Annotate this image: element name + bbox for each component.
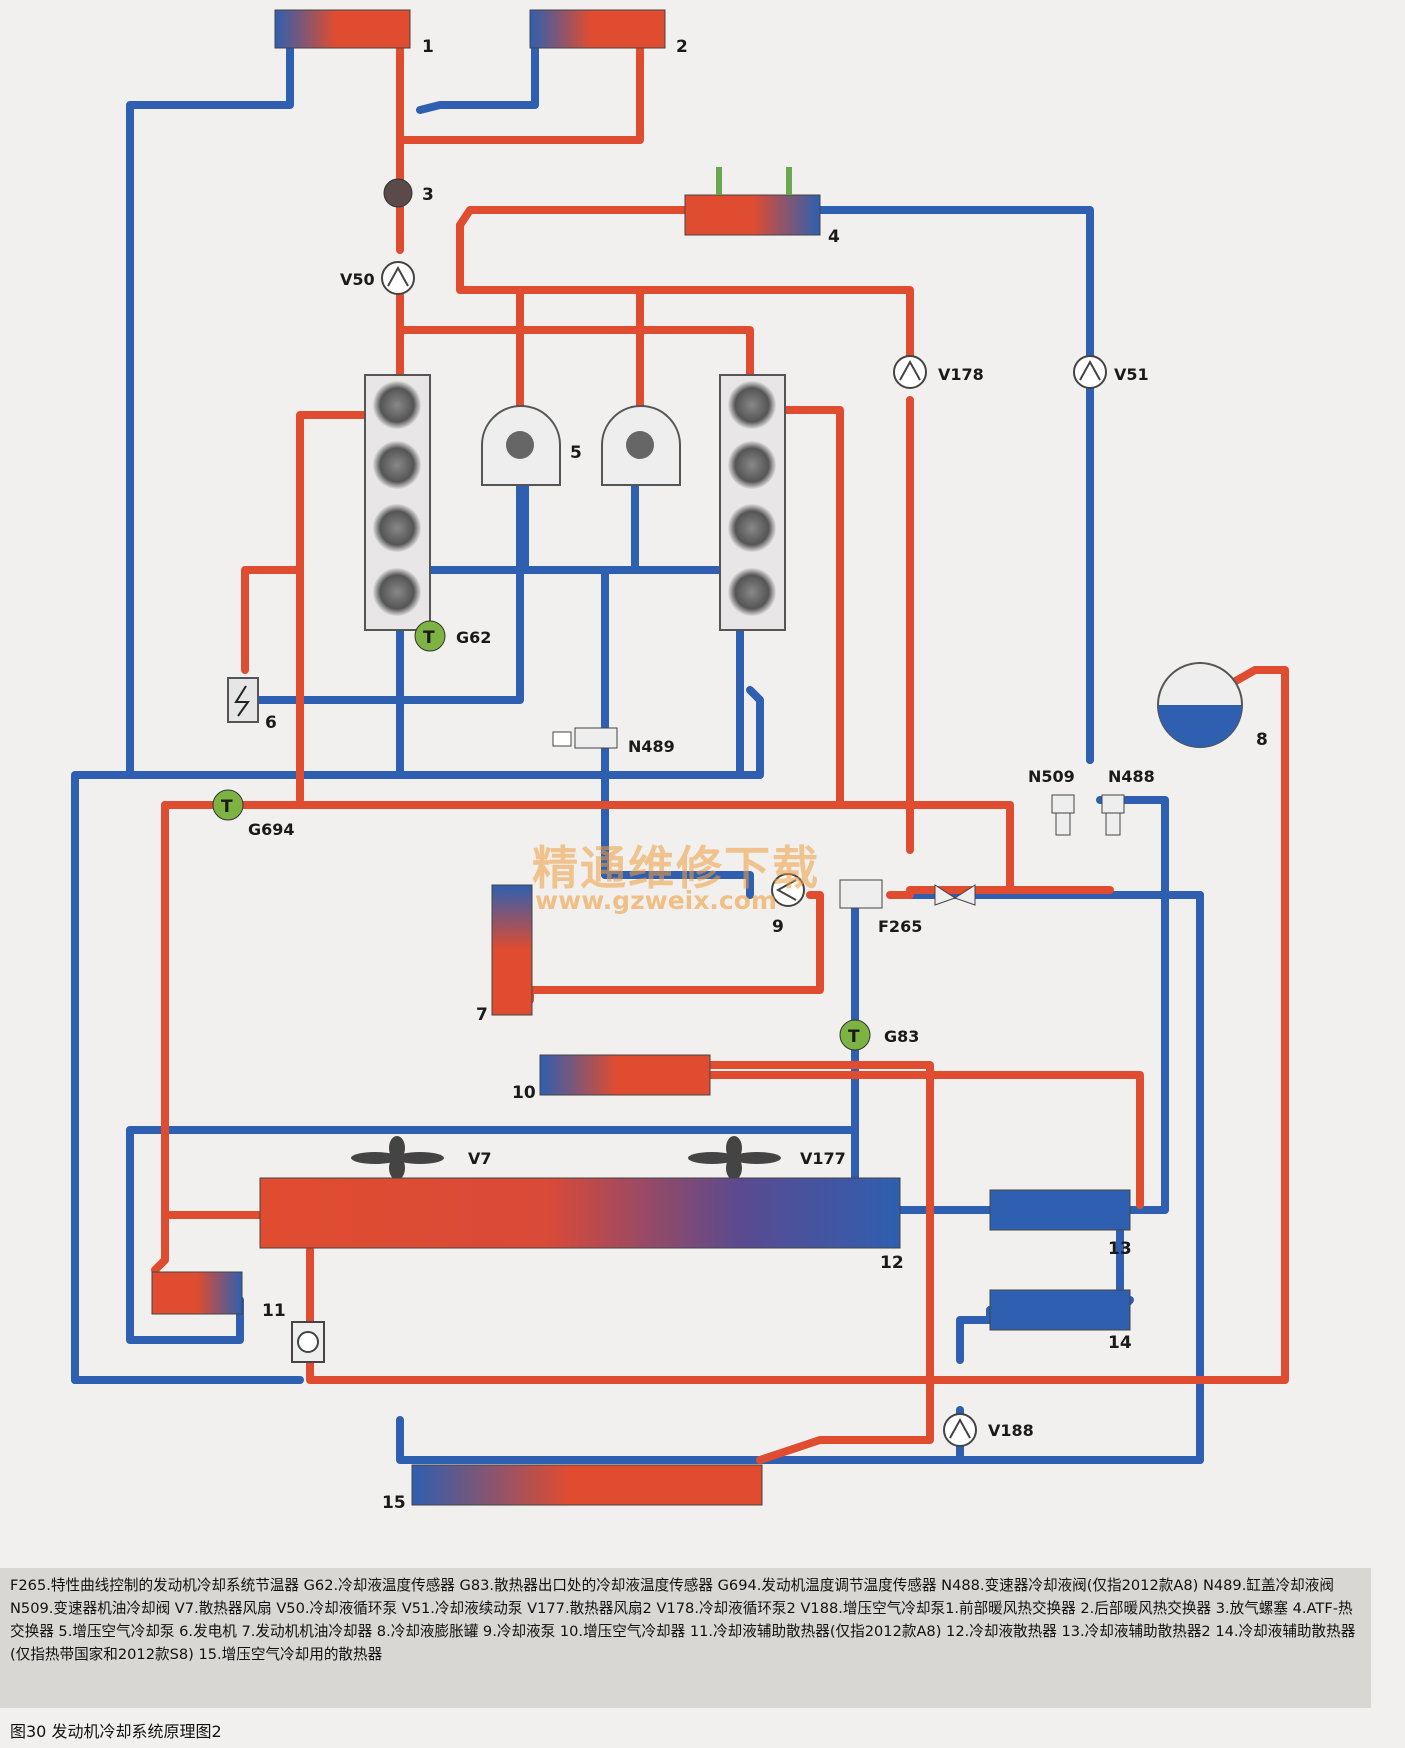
charge-air-pump-icon <box>481 405 681 486</box>
cylinder-bank-right <box>719 374 786 631</box>
cooling-system-diagram: 1 2 3 V50 4 V178 V51 5 <box>71 9 1289 1513</box>
label-v7: V7 <box>468 1149 492 1168</box>
label-14: 14 <box>1108 1333 1132 1353</box>
label-g62: G62 <box>456 628 491 647</box>
lightning-icon <box>234 685 250 717</box>
aux-radiator-tropical <box>989 1289 1131 1331</box>
sensor-g62-symbol: T <box>423 628 435 648</box>
label-g694: G694 <box>248 820 295 839</box>
check-valve-icon <box>934 884 957 906</box>
atf-port-right-icon <box>786 167 792 195</box>
rear-heater-core <box>529 9 666 49</box>
expansion-tank <box>1157 662 1243 748</box>
label-7: 7 <box>476 1005 488 1025</box>
thermostat-f265 <box>839 879 883 909</box>
label-15: 15 <box>382 1493 406 1513</box>
label-1: 1 <box>422 37 434 57</box>
watermark-url: www.gzweix.com <box>535 886 777 915</box>
sensor-g83-icon <box>839 1019 871 1051</box>
alternator <box>227 677 259 723</box>
figure-title: 图30 发动机冷却系统原理图2 <box>10 1722 222 1741</box>
valve-n509-icon <box>1051 794 1075 836</box>
sensor-g62-icon <box>414 620 446 652</box>
label-v177: V177 <box>800 1149 846 1168</box>
label-10: 10 <box>512 1083 536 1103</box>
aux-pump-icon <box>291 1321 325 1363</box>
aux-radiator-2 <box>989 1189 1131 1231</box>
label-13: 13 <box>1108 1239 1132 1259</box>
front-heater-core <box>274 9 411 49</box>
pump-v50-icon <box>381 261 415 295</box>
label-v178: V178 <box>938 365 984 384</box>
label-5: 5 <box>570 443 582 463</box>
label-n488: N488 <box>1108 767 1155 786</box>
valve-n488-icon <box>1101 794 1125 836</box>
charge-air-cooler <box>539 1054 711 1096</box>
fan-v7-icon <box>351 1136 444 1180</box>
aux-radiator-a8 <box>151 1271 243 1315</box>
label-12: 12 <box>880 1253 904 1273</box>
fan-v177-icon <box>688 1136 781 1180</box>
watermark-text: 精通维修下载 <box>532 841 820 895</box>
legend-caption: F265.特性曲线控制的发动机冷却系统节温器 G62.冷却液温度传感器 G83.… <box>0 1568 1371 1708</box>
label-2: 2 <box>676 37 688 57</box>
label-3: 3 <box>422 185 434 205</box>
sensor-g83-symbol: T <box>848 1027 860 1047</box>
label-11: 11 <box>262 1301 286 1321</box>
coolant-pump-icon <box>771 873 805 907</box>
check-valve-icon-2 <box>953 884 976 906</box>
label-v51: V51 <box>1114 365 1149 384</box>
label-8: 8 <box>1256 730 1268 750</box>
bleed-screw-icon <box>383 178 413 208</box>
cylinder-bank-left <box>364 374 431 631</box>
atf-heat-exchanger <box>684 194 821 236</box>
label-n489: N489 <box>628 737 675 756</box>
label-6: 6 <box>265 713 277 733</box>
charge-air-radiator <box>411 1464 763 1506</box>
label-v50: V50 <box>340 270 375 289</box>
pump-v178-icon <box>893 355 927 389</box>
pump-v188-icon <box>943 1413 977 1447</box>
coolant-radiator <box>259 1177 901 1249</box>
valve-n489-icon <box>552 727 618 749</box>
engine-oil-cooler <box>491 884 533 1016</box>
label-f265: F265 <box>878 917 922 936</box>
label-9: 9 <box>772 917 784 937</box>
label-n509: N509 <box>1028 767 1075 786</box>
label-g83: G83 <box>884 1027 919 1046</box>
sensor-g694-symbol: T <box>221 797 233 817</box>
pump-v51-icon <box>1073 355 1107 389</box>
atf-port-left-icon <box>716 167 722 195</box>
label-4: 4 <box>828 227 840 247</box>
sensor-g694-icon <box>212 789 244 821</box>
label-v188: V188 <box>988 1421 1034 1440</box>
